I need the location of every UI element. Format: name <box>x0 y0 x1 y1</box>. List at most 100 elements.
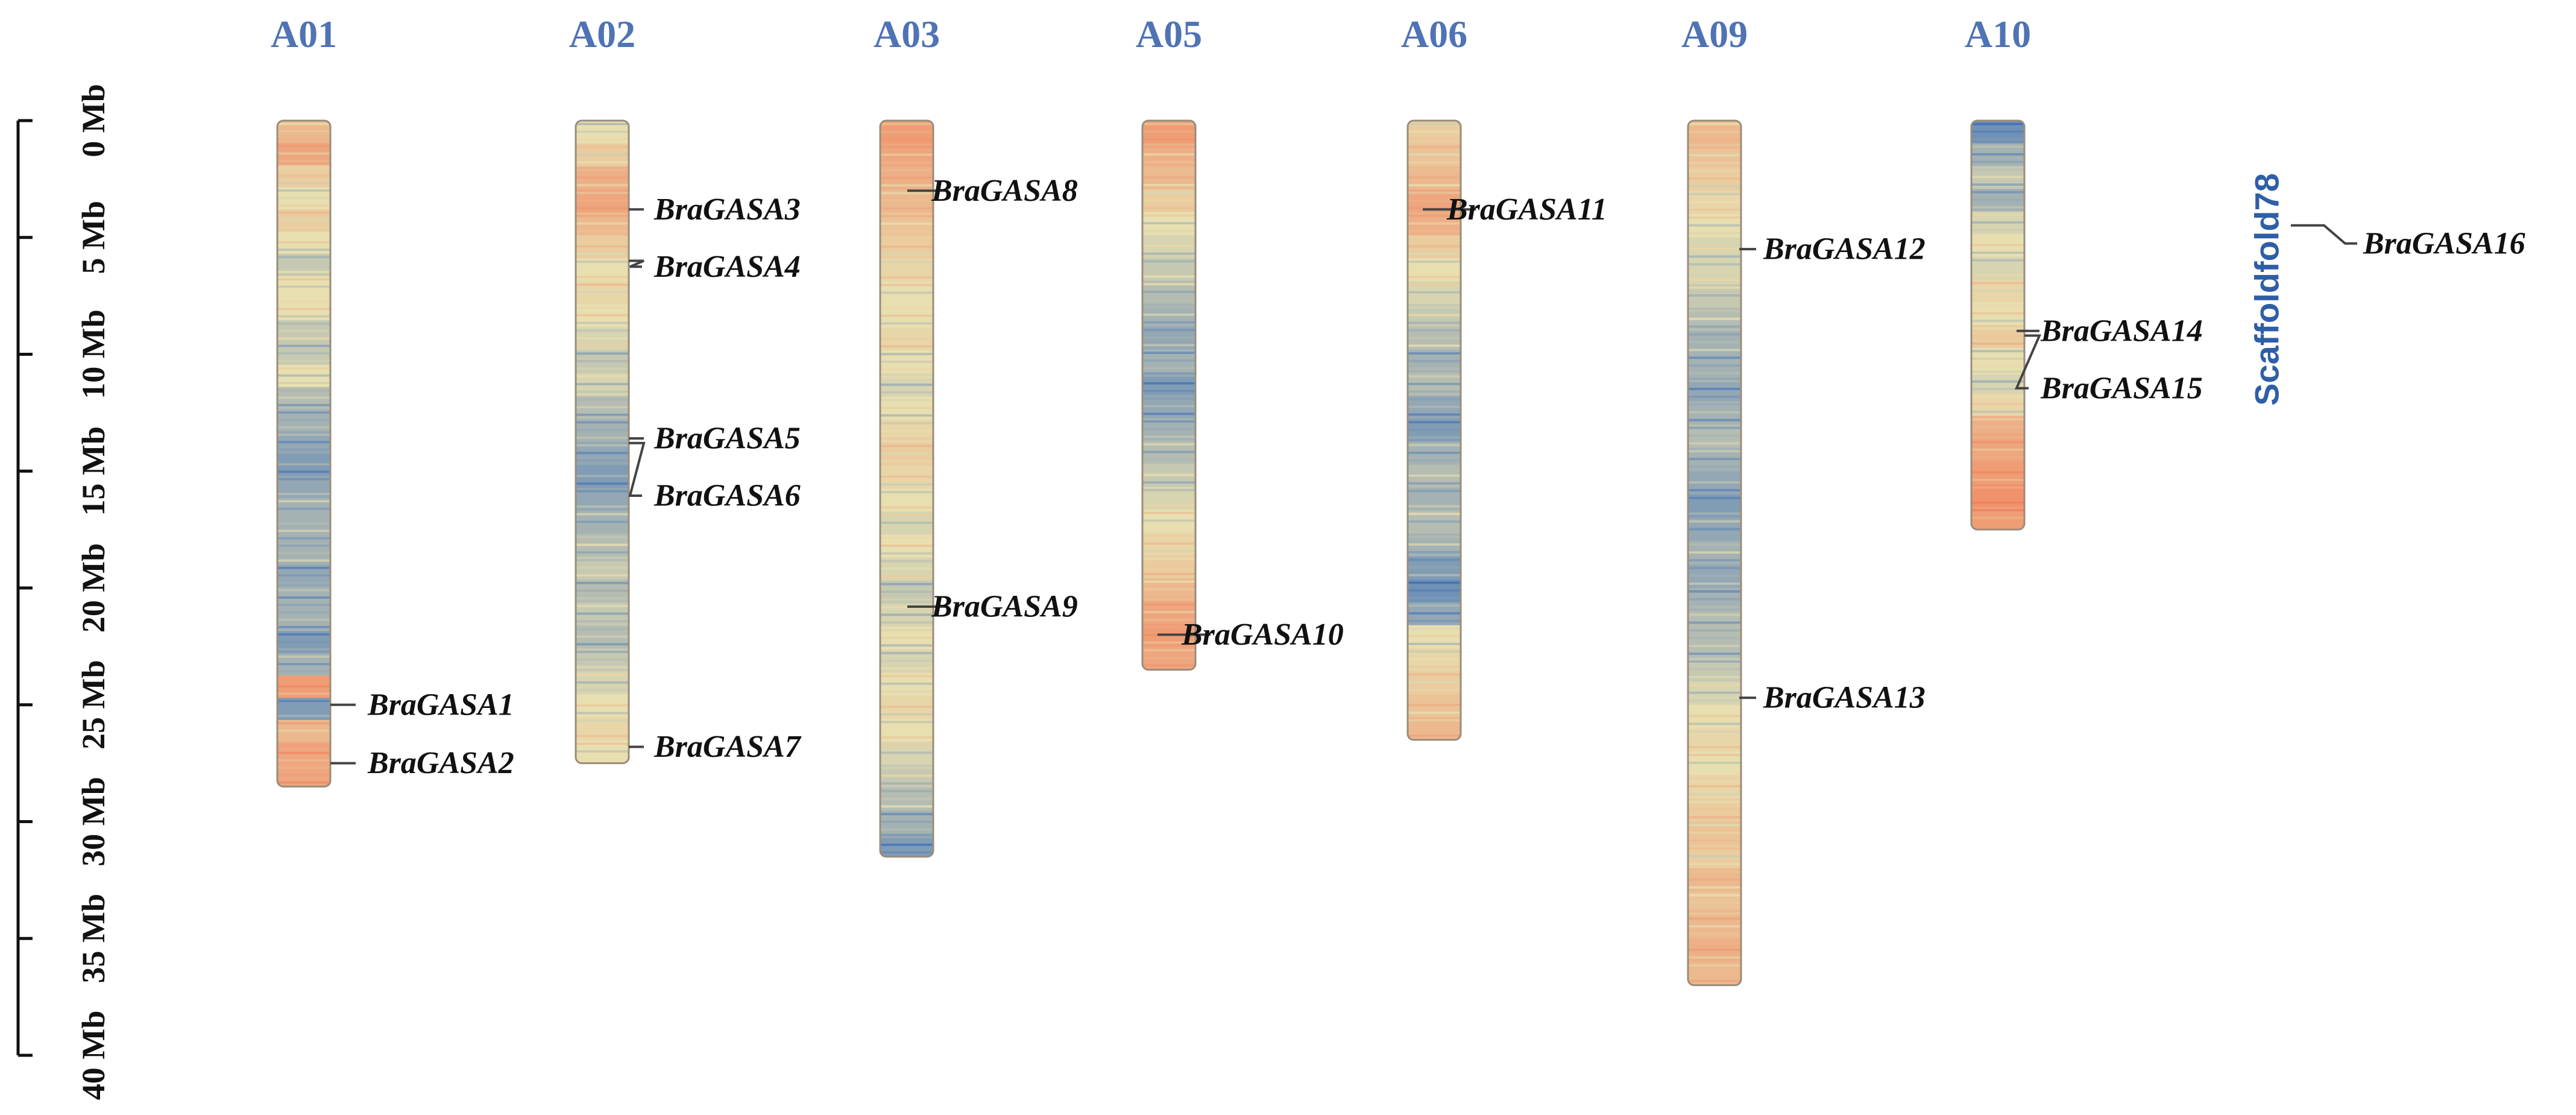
density-stripe <box>277 130 330 133</box>
density-stripe <box>1408 421 1461 424</box>
density-stripe <box>1408 596 1461 599</box>
density-stripe <box>1142 565 1195 568</box>
density-stripe <box>880 506 933 509</box>
density-stripe <box>277 529 330 532</box>
density-stripe <box>1971 388 2024 391</box>
density-stripe <box>880 851 933 854</box>
density-stripe <box>1408 161 1461 163</box>
gene-leader-bragasa15 <box>2014 334 2042 390</box>
density-stripe <box>277 515 330 517</box>
density-stripe <box>1142 664 1195 667</box>
density-stripe <box>1688 426 1741 429</box>
density-stripe <box>1408 321 1461 324</box>
density-stripe <box>1408 573 1461 576</box>
density-stripe <box>880 467 933 470</box>
density-stripe <box>1688 146 1741 149</box>
density-stripe <box>576 398 629 401</box>
density-stripe <box>1688 286 1741 289</box>
density-stripe <box>1408 359 1461 362</box>
density-stripe <box>277 581 330 584</box>
density-stripe <box>277 300 330 303</box>
gene-label-bragasa12: BraGASA12 <box>1763 232 1926 267</box>
density-stripe <box>576 574 629 577</box>
density-stripe <box>277 470 330 473</box>
density-stripe <box>277 308 330 311</box>
density-stripe <box>880 567 933 570</box>
density-stripe <box>1408 367 1461 370</box>
density-stripe <box>1408 727 1461 730</box>
density-stripe <box>880 130 933 133</box>
density-stripe <box>1142 145 1195 148</box>
density-stripe <box>1408 535 1461 539</box>
density-stripe <box>1971 251 2024 254</box>
density-stripe <box>277 463 330 466</box>
density-stripe <box>1142 183 1195 186</box>
density-stripe <box>1142 519 1195 522</box>
density-stripe <box>1971 244 2024 247</box>
density-stripe <box>277 330 330 332</box>
gene-label-bragasa13: BraGASA13 <box>1763 681 1926 715</box>
density-stripe <box>1971 198 2024 201</box>
density-stripe <box>1142 122 1195 125</box>
density-stripe <box>1688 224 1741 227</box>
density-stripe <box>1142 534 1195 537</box>
density-stripe <box>880 820 933 823</box>
density-stripe <box>576 666 629 669</box>
density-stripe <box>1142 496 1195 499</box>
density-stripe <box>576 757 629 760</box>
density-stripe <box>576 283 629 286</box>
chromosome-outline <box>1687 119 1742 987</box>
density-stripe <box>1688 535 1741 539</box>
density-stripe <box>1408 566 1461 569</box>
density-stripe <box>1688 504 1741 507</box>
scale-tick-label: 30 Mb <box>75 777 112 867</box>
density-stripe <box>1408 528 1461 531</box>
gene-label-bragasa11: BraGASA11 <box>1446 192 1607 227</box>
density-stripe <box>880 621 933 624</box>
density-stripe <box>576 558 629 561</box>
density-stripe <box>1142 412 1195 415</box>
density-stripe <box>576 712 629 715</box>
density-stripe <box>1408 650 1461 653</box>
density-stripe <box>1408 122 1461 125</box>
density-stripe <box>277 611 330 614</box>
density-stripe <box>1142 504 1195 507</box>
density-stripe <box>880 399 933 402</box>
density-stripe <box>576 490 629 493</box>
gene-label-bragasa14: BraGASA14 <box>2040 314 2203 348</box>
density-stripe <box>277 663 330 666</box>
density-stripe <box>576 421 629 424</box>
density-stripe <box>277 411 330 414</box>
density-stripe <box>576 497 629 501</box>
density-stripe <box>576 406 629 408</box>
density-stripe <box>880 813 933 815</box>
density-stripe <box>1971 259 2024 262</box>
density-stripe <box>1971 305 2024 307</box>
density-stripe <box>880 406 933 409</box>
density-stripe <box>277 774 330 777</box>
density-stripe <box>277 219 330 221</box>
density-stripe <box>576 528 629 531</box>
density-stripe <box>1408 207 1461 210</box>
density-stripe <box>1688 512 1741 515</box>
density-stripe <box>1688 341 1741 344</box>
density-stripe <box>1408 627 1461 630</box>
density-stripe <box>880 437 933 440</box>
density-stripe <box>1142 420 1195 423</box>
density-stripe <box>277 559 330 562</box>
density-stripe <box>1971 168 2024 171</box>
density-stripe <box>1688 466 1741 469</box>
density-stripe <box>1408 413 1461 416</box>
density-stripe <box>880 790 933 792</box>
density-stripe <box>880 184 933 187</box>
density-stripe <box>576 291 629 294</box>
density-stripe <box>880 491 933 493</box>
density-stripe <box>576 215 629 217</box>
density-stripe <box>1971 509 2024 511</box>
density-stripe <box>1688 567 1741 569</box>
density-stripe <box>880 728 933 731</box>
density-stripe <box>1688 754 1741 756</box>
